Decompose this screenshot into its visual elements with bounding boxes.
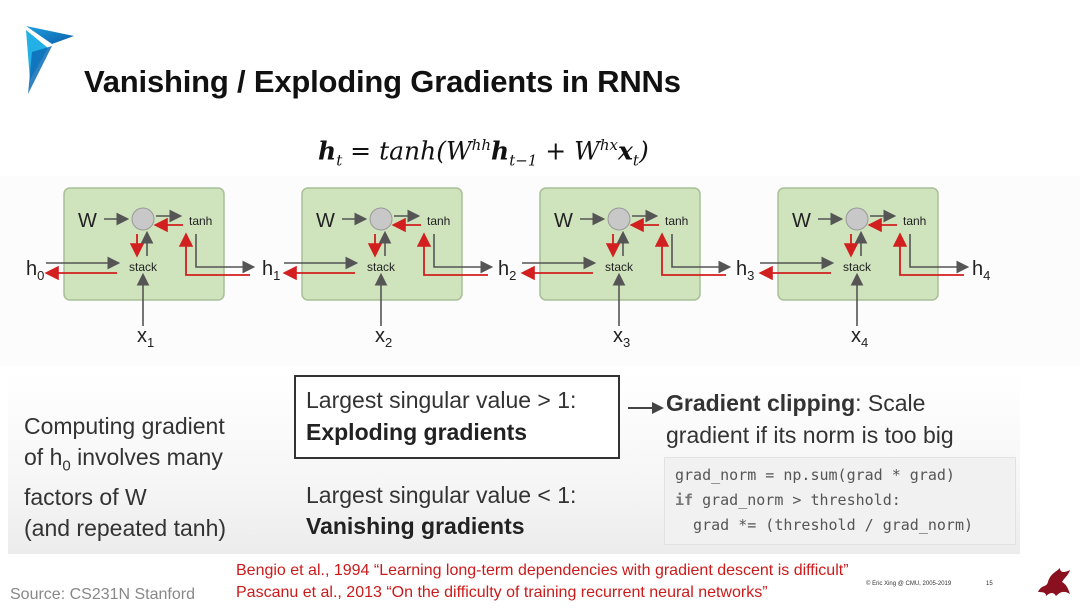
rnn-cell <box>301 187 463 301</box>
rnn-cell <box>539 187 701 301</box>
footer <box>0 556 1080 608</box>
vanishing-condition: Largest singular value < 1: <box>306 482 577 508</box>
multiply-node <box>369 207 393 231</box>
gradient-explanation: Computing gradient of h0 involves many f… <box>24 413 227 541</box>
code-snippet: grad_norm = np.sum(grad * grad) if grad_… <box>664 457 1016 545</box>
hidden-state-label: h2 <box>498 258 516 283</box>
right-arrow-icon <box>628 402 664 414</box>
forward-arrow <box>909 234 970 274</box>
input-label: x3 <box>613 325 630 350</box>
weight-label: W <box>316 210 335 232</box>
code-line-3: grad *= (threshold / grad_norm) <box>675 516 974 534</box>
forward-arrow <box>195 234 256 274</box>
multiply-node <box>607 207 631 231</box>
code-line-1: grad_norm = np.sum(grad * grad) <box>675 466 955 484</box>
input-label: x1 <box>137 325 154 350</box>
cmu-dragon-icon <box>1038 568 1070 596</box>
hidden-state-label: h3 <box>736 258 754 283</box>
exploding-label: Exploding gradients <box>306 419 528 445</box>
input-label: x4 <box>851 325 868 350</box>
forward-arrow <box>433 234 494 274</box>
tanh-label: tanh <box>903 214 926 228</box>
stack-label: stack <box>129 260 158 274</box>
reference-bengio: Bengio et al., 1994 “Learning long-term … <box>236 562 849 579</box>
tanh-label: tanh <box>189 214 212 228</box>
gradient-arrow <box>892 232 964 276</box>
stack-label: stack <box>605 260 634 274</box>
exploding-condition: Largest singular value > 1: <box>306 387 577 413</box>
weight-label: W <box>554 210 573 232</box>
gradient-arrow <box>178 232 250 276</box>
rnn-cell <box>63 187 225 301</box>
slide-title: Vanishing / Exploding Gradients in RNNs <box>84 64 681 99</box>
gradient-clipping-desc: gradient if its norm is too big <box>666 422 954 448</box>
rnn-equation: ht = tanh(Whhht−1 + Whxxt) <box>318 136 649 170</box>
source-credit: Source: CS231N Stanford <box>10 586 195 603</box>
gradient-arrow <box>654 232 726 276</box>
input-label: x2 <box>375 325 392 350</box>
vanishing-label: Vanishing gradients <box>306 513 525 539</box>
gradient-arrow <box>416 232 488 276</box>
hidden-state-label: h4 <box>972 258 990 283</box>
stack-label: stack <box>843 260 872 274</box>
rnn-cell <box>777 187 939 301</box>
multiply-node <box>845 207 869 231</box>
multiply-node <box>131 207 155 231</box>
page-number: 15 <box>986 581 993 587</box>
forward-arrow <box>671 234 732 274</box>
university-logo-icon <box>26 26 74 94</box>
stack-label: stack <box>367 260 396 274</box>
weight-label: W <box>792 210 811 232</box>
tanh-label: tanh <box>665 214 688 228</box>
exploding-gradients-box <box>294 375 620 459</box>
gradient-clipping-title: Gradient clipping: Scale <box>666 390 926 416</box>
tanh-label: tanh <box>427 214 450 228</box>
hidden-state-label: h0 <box>26 258 44 283</box>
hidden-state-label: h1 <box>262 258 280 283</box>
copyright: © Eric Xing @ CMU, 2005-2019 <box>866 581 952 587</box>
code-line-2: if grad_norm > threshold: <box>675 491 901 509</box>
reference-pascanu: Pascanu et al., 2013 “On the difficulty … <box>236 584 768 601</box>
weight-label: W <box>78 210 97 232</box>
